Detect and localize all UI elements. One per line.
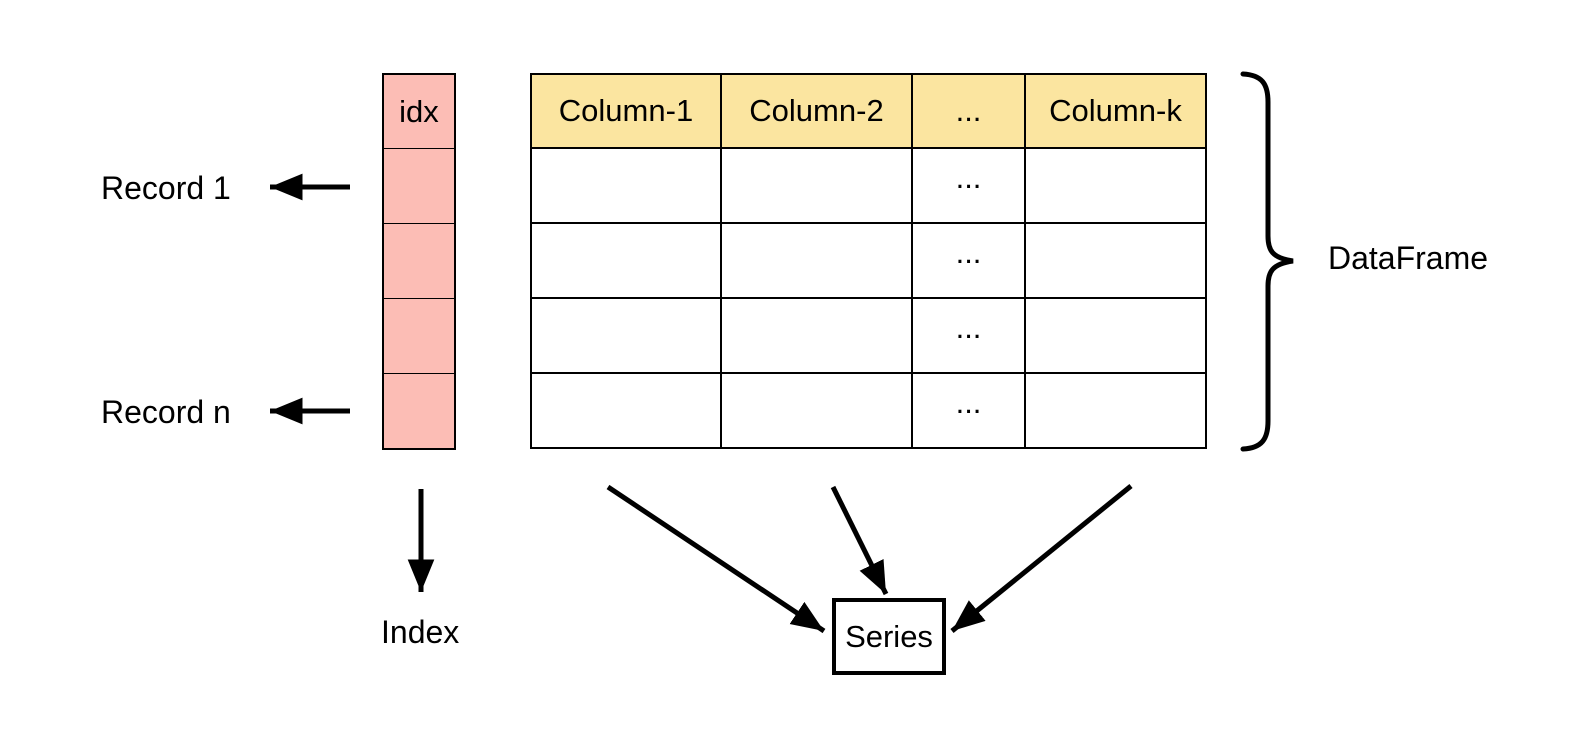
record-1-label: Record 1 bbox=[101, 170, 231, 206]
column-k-to-series-arrow bbox=[950, 484, 1133, 633]
index-cell-row-3 bbox=[384, 299, 454, 374]
series-label: Series bbox=[845, 618, 933, 654]
series-box: Series bbox=[832, 598, 946, 675]
index-label: Index bbox=[381, 614, 460, 650]
column-ellipsis-header: ... bbox=[913, 75, 1026, 149]
table-cell-dots: ... bbox=[913, 149, 1026, 224]
table-cell bbox=[532, 299, 722, 374]
dots-text: ... bbox=[955, 159, 982, 195]
table-cell-dots: ... bbox=[913, 299, 1026, 374]
table-cell-dots: ... bbox=[913, 224, 1026, 299]
table-cell-dots: ... bbox=[913, 374, 1026, 447]
column-2-to-series-arrow bbox=[830, 485, 889, 596]
table-cell bbox=[722, 374, 913, 447]
dots-text: ... bbox=[955, 234, 982, 270]
table-cell bbox=[1026, 374, 1205, 447]
dots-text: ... bbox=[955, 309, 982, 345]
table-cell bbox=[532, 149, 722, 224]
column-1-header: Column-1 bbox=[532, 75, 722, 149]
record-n-label: Record n bbox=[101, 394, 231, 430]
column-1-to-series-arrow bbox=[606, 484, 826, 634]
index-cell-row-2 bbox=[384, 224, 454, 299]
table-cell bbox=[1026, 224, 1205, 299]
column-k-header: Column-k bbox=[1026, 75, 1205, 149]
dataframe-brace bbox=[1240, 71, 1294, 452]
index-cell-row-4 bbox=[384, 374, 454, 448]
table-cell bbox=[722, 299, 913, 374]
dataframe-label: DataFrame bbox=[1328, 240, 1489, 276]
index-header-cell: idx bbox=[384, 75, 454, 149]
index-cell-row-1 bbox=[384, 149, 454, 224]
dots-text: ... bbox=[955, 384, 982, 420]
table-cell bbox=[532, 224, 722, 299]
table-cell bbox=[1026, 299, 1205, 374]
table-cell bbox=[532, 374, 722, 447]
table-cell bbox=[1026, 149, 1205, 224]
table-cell bbox=[722, 149, 913, 224]
column-2-header: Column-2 bbox=[722, 75, 913, 149]
index-column: idx bbox=[382, 73, 456, 450]
dataframe-table: Column-1 Column-2 ... Column-k ... ... .… bbox=[530, 73, 1207, 449]
table-cell bbox=[722, 224, 913, 299]
